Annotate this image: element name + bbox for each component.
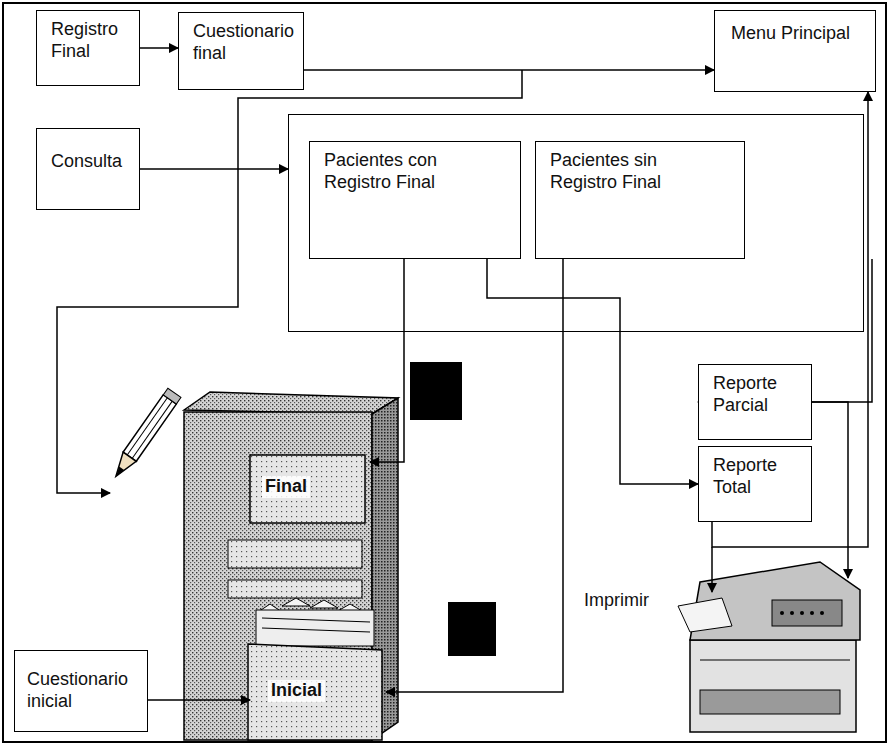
leader-line	[148, 699, 250, 701]
box-text: Reporte Total	[713, 455, 801, 499]
pencil-icon	[109, 388, 181, 481]
process-box: Reporte Total	[698, 446, 812, 522]
flow-arrow	[140, 47, 178, 49]
leader-line	[370, 258, 404, 462]
group-box: Pacientes con Registro Final Pacientes si…	[288, 114, 864, 332]
leader-line	[386, 258, 563, 692]
marker-square	[448, 602, 496, 656]
leader-line	[711, 547, 713, 592]
box-text: Consulta	[51, 151, 129, 173]
filing-cabinet	[184, 392, 398, 740]
process-box: Consulta	[36, 128, 140, 210]
action-label: Imprimir	[584, 590, 649, 612]
process-box: Cuestionario final	[178, 12, 304, 90]
flow-arrow	[304, 69, 714, 71]
box-text: Cuestionario inicial	[27, 669, 137, 713]
process-box: Registro Final	[36, 10, 140, 86]
process-box: Menu Principal	[714, 10, 876, 92]
process-box: Cuestionario inicial	[14, 650, 148, 732]
drawer-label: Inicial	[268, 680, 325, 702]
process-box: Pacientes sin Registro Final	[535, 141, 745, 259]
printer-icon	[678, 562, 860, 732]
flow-arrow	[140, 168, 288, 170]
box-text: Pacientes sin Registro Final	[550, 150, 720, 194]
box-text: Menu Principal	[731, 23, 865, 45]
drawer-label: Final	[262, 476, 310, 498]
outer-frame	[3, 3, 886, 742]
box-text: Pacientes con Registro Final	[324, 150, 494, 194]
process-box: Pacientes con Registro Final	[309, 141, 521, 259]
box-text: Cuestionario final	[193, 21, 293, 65]
leader-line	[812, 402, 848, 578]
box-text: Reporte Parcial	[713, 373, 801, 417]
process-box: Reporte Parcial	[698, 364, 812, 440]
flow-arrow	[487, 259, 698, 484]
box-text: Registro Final	[51, 19, 129, 63]
marker-square	[410, 362, 462, 420]
